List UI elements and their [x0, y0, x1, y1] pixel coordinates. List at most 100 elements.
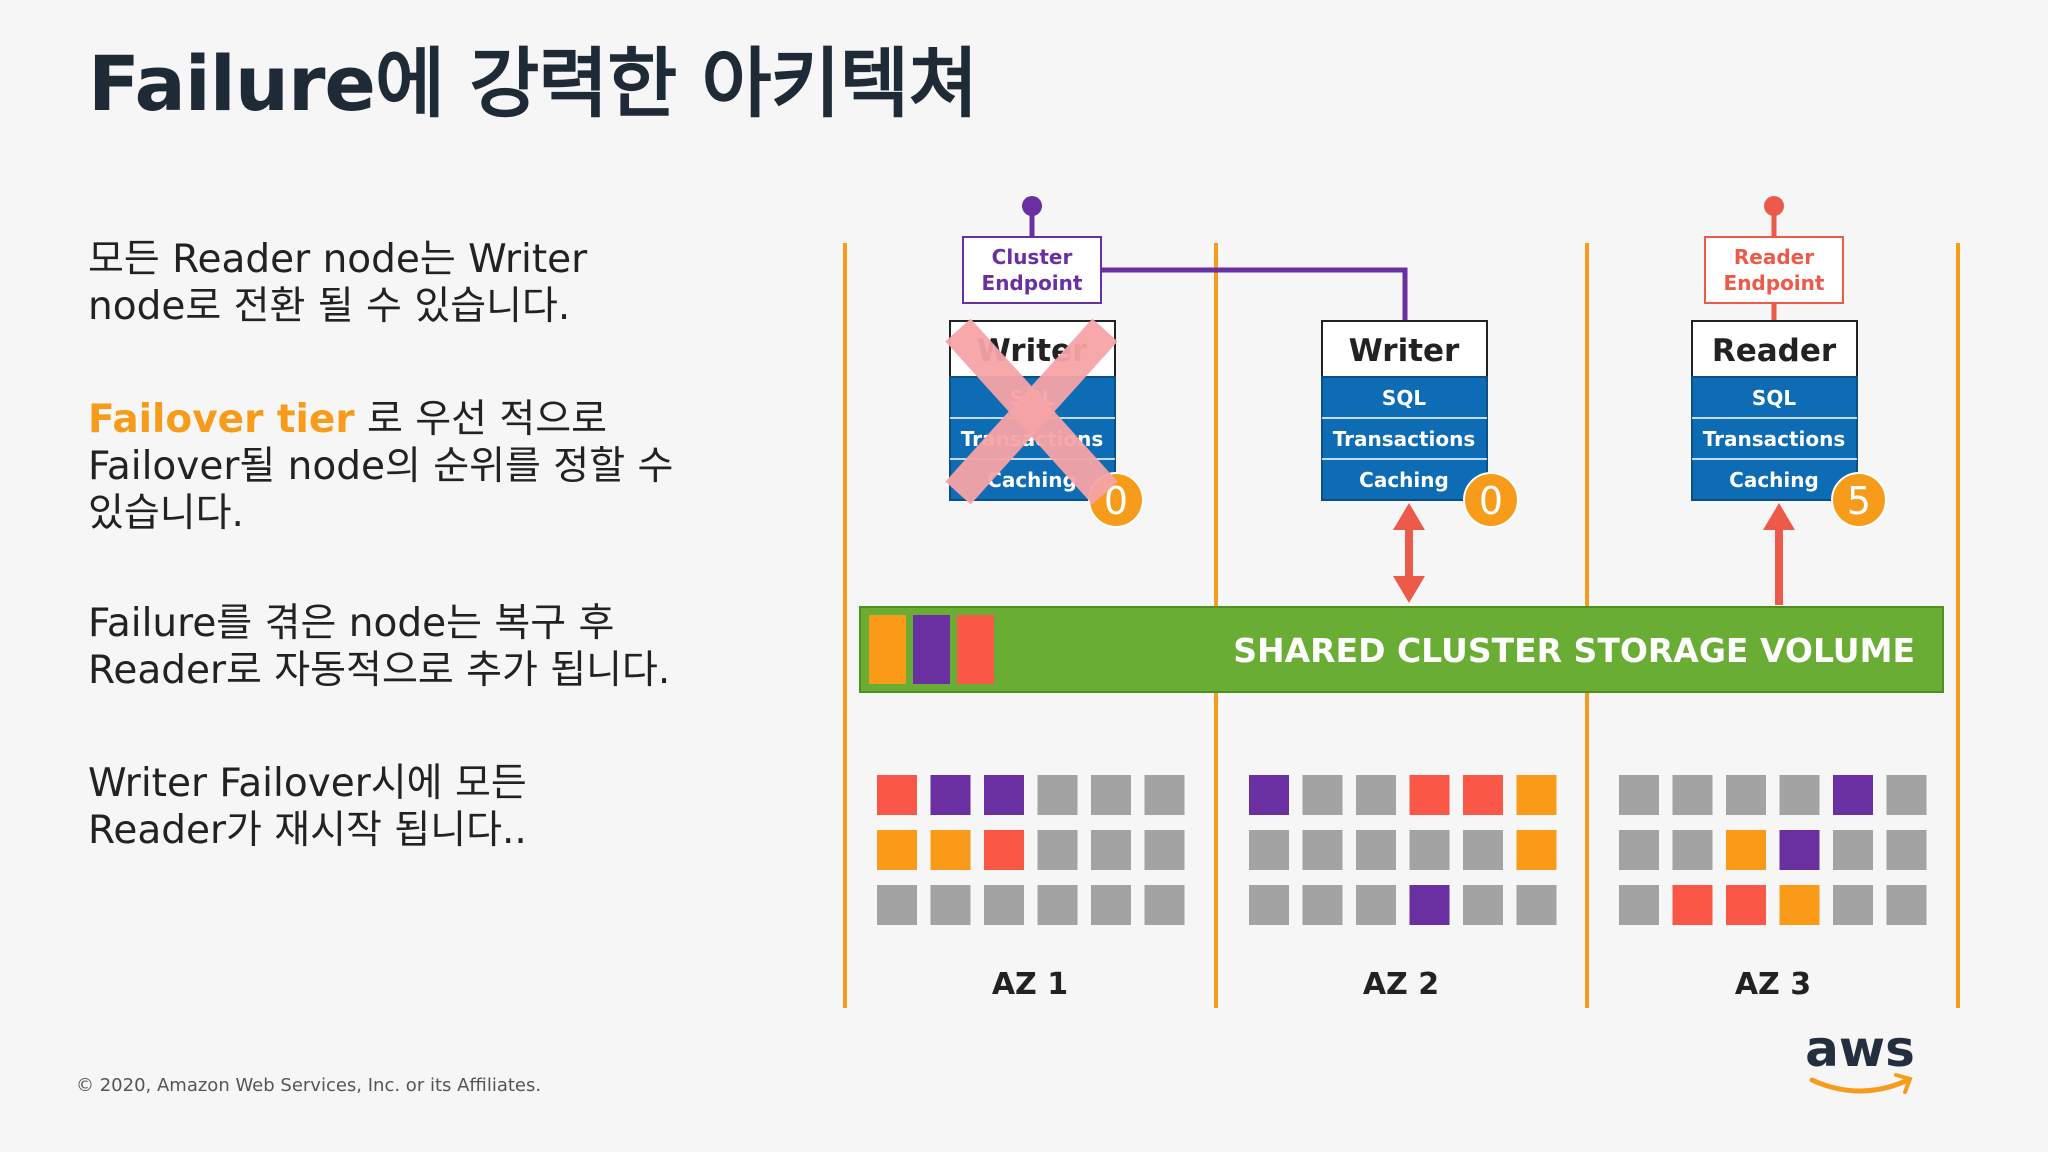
storage-segment — [1463, 775, 1503, 815]
reader-endpoint-label: Endpoint — [1724, 271, 1825, 295]
storage-segment — [1302, 885, 1343, 925]
cluster-endpoint-label: Cluster — [992, 245, 1073, 269]
storage-segment — [1833, 830, 1873, 870]
storage-segment — [1091, 830, 1131, 870]
storage-block — [913, 615, 950, 684]
storage-segment — [1356, 775, 1396, 815]
storage-segment — [1249, 885, 1289, 925]
endpoint-dot — [1764, 196, 1784, 216]
reader-endpoint-label: Reader — [1734, 245, 1814, 269]
bullet-recovery: Failure를 겪은 node는 복구 후 Reader로 자동적으로 추가 … — [88, 600, 670, 694]
bullet-line: Reader로 자동적으로 추가 됩니다. — [88, 648, 671, 693]
storage-segment — [877, 885, 917, 925]
up-arrow — [1763, 503, 1795, 605]
storage-segment — [1672, 830, 1713, 870]
storage-segment — [1726, 775, 1766, 815]
storage-segment — [1672, 775, 1713, 815]
aws-smile-icon — [1809, 1077, 1911, 1094]
storage-segment — [1144, 885, 1185, 925]
storage-segment — [1516, 830, 1557, 870]
node-title: Reader — [1712, 333, 1837, 369]
storage-segment — [1619, 830, 1659, 870]
layer-sql-label: SQL — [1752, 386, 1796, 410]
node-layer-stack — [1691, 376, 1858, 501]
cluster-endpoint: Cluster Endpoint — [962, 196, 1408, 320]
aws-logo-text: aws — [1805, 1020, 1915, 1078]
tier-badge — [1463, 472, 1519, 528]
node-layer-stack — [1321, 376, 1488, 501]
copyright: © 2020, Amazon Web Services, Inc. or its… — [76, 1075, 542, 1096]
node-header — [1321, 320, 1488, 378]
node-az3-reader: Reader SQL Transactions Caching 5 — [1691, 320, 1887, 605]
bullet-line: Failover될 node의 순위를 정할 수 — [88, 444, 674, 489]
node-az2-writer: Writer SQL Transactions Caching 0 — [1321, 320, 1519, 603]
storage-segment — [1833, 885, 1873, 925]
page-title: Failure에 강력한 아키텍쳐 — [88, 39, 978, 128]
storage-segment — [1886, 885, 1927, 925]
bullet-line: 있습니다. — [88, 491, 244, 536]
storage-segment — [1779, 830, 1820, 870]
storage-segment — [1779, 775, 1820, 815]
storage-segment — [1619, 885, 1659, 925]
bullet-failover-tier: Failover tier 로 우선 적으로 Failover될 node의 순… — [88, 396, 673, 537]
reader-endpoint: Reader Endpoint — [1704, 196, 1844, 320]
storage-block — [869, 615, 906, 684]
layer-sql-label: SQL — [1382, 386, 1426, 410]
bullet-line: Writer Failover시에 모든 — [88, 761, 527, 806]
storage-segment — [1249, 830, 1289, 870]
failover-tier-highlight: Failover tier — [88, 397, 355, 442]
storage-segment — [930, 830, 971, 870]
storage-bar — [859, 606, 1944, 693]
storage-segment — [1302, 775, 1343, 815]
az-label: AZ 1 — [992, 967, 1068, 1002]
storage-segment — [1619, 775, 1659, 815]
layer-caching-label: Caching — [1729, 468, 1819, 492]
storage-segment — [1463, 885, 1503, 925]
storage-segment — [930, 775, 971, 815]
bullet-reader-promotion: 모든 Reader node는 Writer node로 전환 될 수 있습니다… — [88, 236, 587, 330]
storage-segment — [1144, 775, 1185, 815]
storage-segment — [1409, 775, 1450, 815]
layer-caching-label: Caching — [1359, 468, 1449, 492]
storage-segment — [1037, 885, 1078, 925]
storage-segment — [1091, 775, 1131, 815]
storage-segment — [1409, 830, 1450, 870]
storage-segment — [1249, 775, 1289, 815]
node-az1-failed-writer: Writer SQL Transactions Caching 0 — [945, 318, 1144, 528]
shared-storage-volume: SHARED CLUSTER STORAGE VOLUME — [859, 606, 1944, 693]
bullet-line: Reader가 재시작 됩니다.. — [88, 808, 527, 853]
tier-badge-label: 0 — [1479, 479, 1503, 523]
storage-segment-grids — [877, 775, 1927, 925]
storage-segment — [1144, 830, 1185, 870]
cluster-endpoint-box — [962, 236, 1102, 304]
az-label: AZ 3 — [1735, 967, 1811, 1002]
az-label: AZ 2 — [1363, 967, 1439, 1002]
bullet-line: 모든 Reader node는 Writer — [88, 237, 588, 282]
endpoint-dot — [1022, 196, 1042, 216]
layer-transactions-label: Transactions — [1333, 427, 1476, 451]
bullet-line: Failover tier 로 우선 적으로 — [88, 396, 673, 443]
tier-badge-label: 5 — [1847, 479, 1871, 523]
storage-segment — [1302, 830, 1343, 870]
bullet-line: node로 전환 될 수 있습니다. — [88, 284, 571, 329]
storage-segment — [984, 885, 1024, 925]
node-header — [1691, 320, 1858, 378]
storage-segment — [1779, 885, 1820, 925]
storage-block — [957, 615, 994, 684]
storage-segment — [1833, 775, 1873, 815]
storage-segment — [1356, 830, 1396, 870]
storage-segment — [984, 830, 1024, 870]
storage-segment — [1886, 775, 1927, 815]
storage-label: SHARED CLUSTER STORAGE VOLUME — [1233, 631, 1915, 670]
storage-segment — [930, 885, 971, 925]
cluster-endpoint-connector — [1101, 267, 1408, 320]
storage-segment — [877, 775, 917, 815]
storage-segment — [1037, 830, 1078, 870]
storage-segment — [1091, 885, 1131, 925]
node-title: Writer — [1349, 333, 1460, 369]
storage-segment — [1356, 885, 1396, 925]
storage-segment — [877, 830, 917, 870]
storage-segment — [1886, 830, 1927, 870]
bullet-restart: Writer Failover시에 모든 Reader가 재시작 됩니다.. — [88, 760, 527, 854]
